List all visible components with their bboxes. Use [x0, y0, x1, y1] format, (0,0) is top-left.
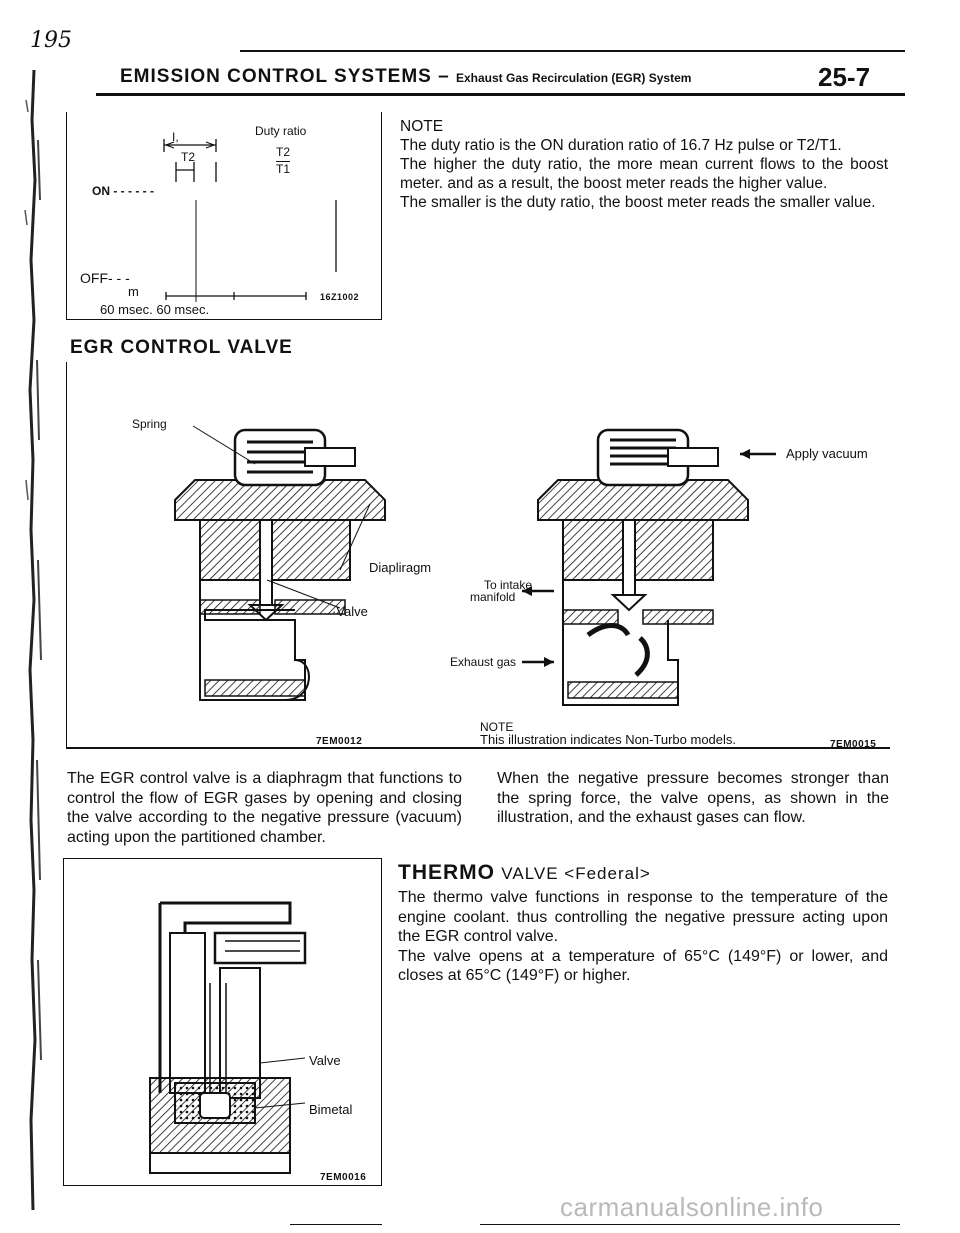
- thermo-para-2: The valve opens at a temperature of 65°C…: [398, 947, 888, 985]
- footer-rule-short: [290, 1224, 382, 1225]
- egr-para-right-text: When the negative pressure becomes stron…: [497, 770, 889, 826]
- thermo-frame-top: [63, 858, 382, 859]
- page-number: 25-7: [818, 62, 871, 92]
- thermo-section-title: THERMO VALVE <Federal>: [398, 861, 651, 885]
- egr-right-figure-code: 7EM0015: [830, 739, 877, 750]
- note-line-2: The higher the duty ratio, the more mean…: [400, 156, 888, 192]
- egr-section-title: EGR CONTROL VALVE: [70, 337, 293, 358]
- egr-para-left-text: The EGR control valve is a diaphragm tha…: [67, 770, 462, 846]
- header-rule-top: [240, 50, 905, 52]
- egr-left-figure-code: 7EM0012: [316, 736, 363, 747]
- duty-waveform: [163, 139, 337, 302]
- time-label: 60 msec. 60 msec.: [100, 302, 210, 317]
- scan-margin-edge: [24, 69, 42, 1211]
- thermo-frame-bottom: [63, 1185, 382, 1186]
- manifold-label: manifold: [470, 590, 516, 604]
- egr-paragraph-left: The EGR control valve is a diaphragm tha…: [67, 769, 462, 847]
- arrow-icon-exhaust-gas: [522, 657, 554, 667]
- header-title: EMISSION CONTROL SYSTEMS – Exhaust Gas R…: [120, 66, 691, 88]
- to-intake-label: To intake: [484, 578, 533, 592]
- egr-note-text: This illustration indicates Non-Turbo mo…: [480, 732, 737, 747]
- thermo-figure-code: 7EM0016: [320, 1172, 367, 1183]
- egr-note-heading: NOTE: [480, 720, 514, 734]
- thermo-valve-label: Valve: [309, 1053, 341, 1068]
- watermark: carmanualsonline.info: [560, 1192, 824, 1222]
- note-line-1: The duty ratio is the ON duration ratio …: [400, 137, 842, 154]
- valve-label-egr: ·Valve: [332, 604, 368, 619]
- m-label: m: [128, 284, 139, 299]
- note-line-3: The smaller is the duty ratio, the boost…: [400, 194, 876, 211]
- t2-ratio-numerator: T2: [276, 145, 291, 159]
- egr-figure-frame-left: [66, 362, 67, 748]
- arrow-icon-apply-vacuum: [740, 449, 776, 459]
- duty-figure-code: 16Z1002: [320, 292, 360, 302]
- thermo-description: The thermo valve functions in response t…: [398, 888, 888, 986]
- note-heading: NOTE: [400, 118, 444, 135]
- arrow-icon-to-intake: [522, 586, 554, 596]
- t-mark-label: I,: [172, 130, 179, 144]
- diaphragm-label: Diapliragm: [369, 560, 432, 575]
- header-rule-bottom: [96, 93, 905, 96]
- footer-rule-long: [480, 1224, 900, 1225]
- spring-label: Spring: [132, 417, 167, 431]
- thermo-frame-left: [63, 858, 64, 1186]
- thermo-title-rest: VALVE <Federal>: [501, 864, 651, 883]
- duty-ratio-label: Duty ratio: [255, 124, 307, 138]
- thermo-valve-illustration: [149, 901, 307, 1174]
- egr-paragraph-right: When the negative pressure becomes stron…: [497, 769, 889, 828]
- thermo-frame-right: [381, 858, 382, 1186]
- exhaust-gas-label: Exhaust gas: [450, 655, 517, 669]
- bimetal-label: Bimetal: [309, 1102, 353, 1117]
- header-subtitle: Exhaust Gas Recirculation (EGR) System: [456, 71, 692, 85]
- t2-label: T2: [181, 150, 196, 164]
- note-duty-ratio: NOTE The duty ratio is the ON duration r…: [400, 117, 888, 212]
- on-label: ON - - - - - -: [92, 184, 154, 198]
- handwritten-mark: 195: [30, 28, 72, 53]
- header-dash: –: [438, 66, 450, 87]
- egr-valve-closed-illustration: [174, 425, 386, 701]
- thermo-title-bold: THERMO: [398, 861, 495, 884]
- header-main: EMISSION CONTROL SYSTEMS: [120, 66, 432, 87]
- thermo-para-1: The thermo valve functions in response t…: [398, 889, 888, 945]
- t1-ratio-denominator: T1: [276, 162, 291, 176]
- egr-valve-open-illustration: [537, 428, 749, 706]
- egr-figure-frame-bottom: [66, 747, 890, 749]
- off-label: OFF- - -: [80, 270, 130, 286]
- apply-vacuum-label: Apply vacuum: [786, 446, 868, 461]
- ratio-bar: [276, 161, 290, 162]
